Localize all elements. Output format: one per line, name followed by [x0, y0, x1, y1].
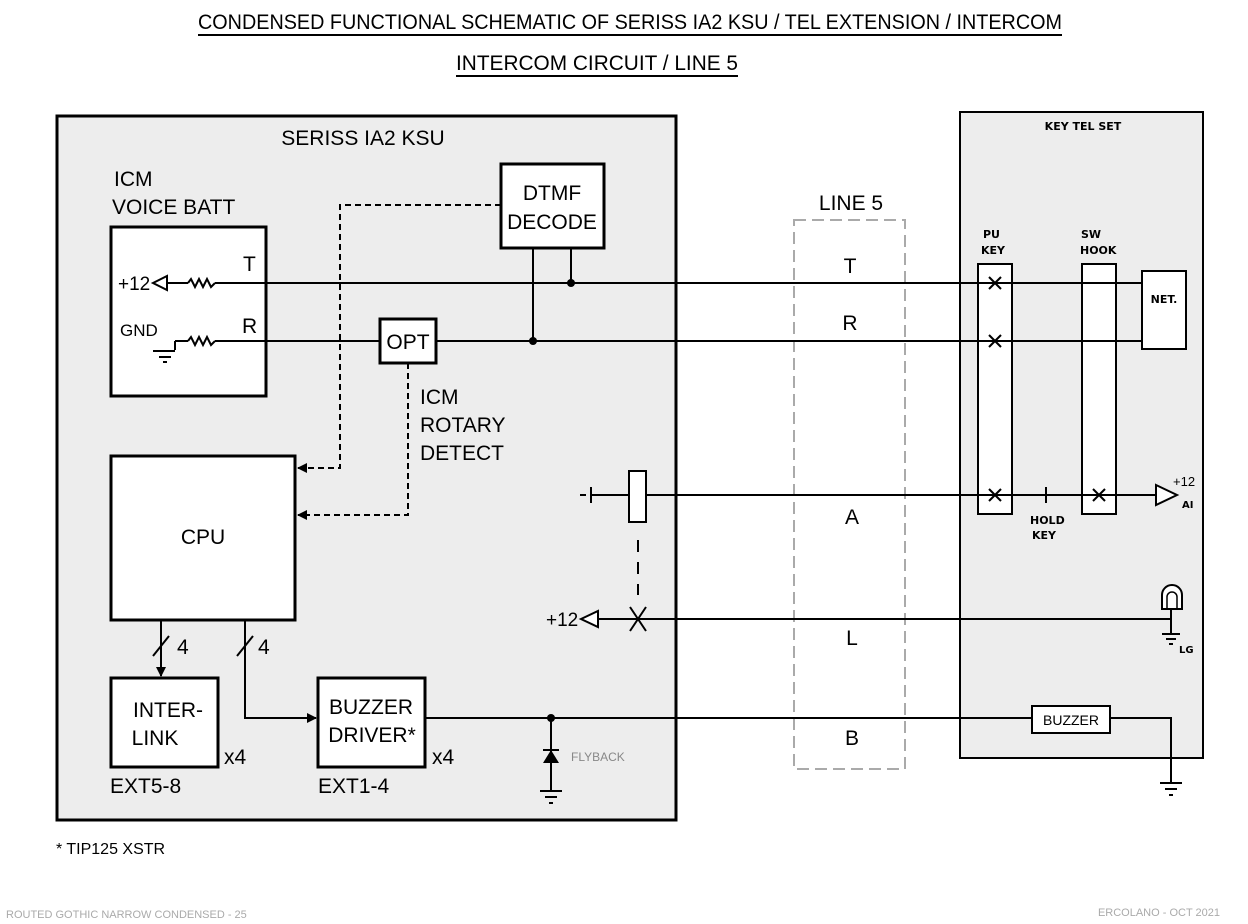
- footer-right: ERCOLANO - OCT 2021: [1098, 907, 1220, 919]
- buzzer-driver-label-1: BUZZER: [329, 696, 413, 719]
- footnote: * TIP125 XSTR: [56, 841, 165, 858]
- line5-r: R: [842, 312, 857, 335]
- resistor-t-icon: [187, 276, 216, 290]
- opt-label: OPT: [386, 331, 429, 354]
- line5-a: A: [845, 506, 859, 529]
- rotary-to-cpu-path: [297, 363, 409, 520]
- ksu-title: SERISS IA2 KSU: [281, 127, 444, 150]
- resistor-r-icon: [187, 334, 216, 348]
- rotary-label-3: DETECT: [420, 442, 504, 465]
- interlink-mult: x4: [224, 746, 247, 769]
- sw-hook-label-2: HOOK: [1080, 244, 1117, 257]
- sw-hook-bar: [1081, 263, 1117, 515]
- ai-arrow-icon: [1155, 483, 1180, 507]
- ai-label: AI: [1182, 500, 1193, 511]
- pu-key-label-1: PU: [983, 228, 1000, 241]
- net-box: [1141, 270, 1187, 350]
- bus-count-b: 4: [258, 636, 270, 659]
- dtmf-label-1: DTMF: [523, 182, 581, 205]
- title: CONDENSED FUNCTIONAL SCHEMATIC OF SERISS…: [198, 11, 1062, 34]
- junction-t: [567, 279, 575, 287]
- hold-key-label-1: HOLD: [1030, 514, 1065, 527]
- plus12-batt: +12: [118, 274, 150, 295]
- ground-buzzer-icon: [1160, 782, 1182, 796]
- interlink-box: [109, 676, 220, 769]
- interlink-ext: EXT5-8: [110, 775, 181, 798]
- line5-b: B: [845, 727, 859, 750]
- sw-hook-label-1: SW: [1081, 228, 1101, 241]
- gnd-label: GND: [120, 321, 158, 340]
- opt-box: [378, 317, 438, 365]
- hold-key-label-2: KEY: [1032, 529, 1057, 542]
- r-label-batt: R: [242, 315, 257, 338]
- flyback-diode-icon: [543, 749, 559, 763]
- junction-r: [529, 337, 537, 345]
- buzzer-box: [1031, 705, 1111, 734]
- icm-label: ICM: [114, 168, 153, 191]
- lg-label: LG: [1179, 645, 1194, 656]
- ground-flyback-icon: [540, 790, 562, 804]
- relay-coil: [628, 470, 647, 523]
- dtmf-to-cpu-path: [297, 204, 501, 473]
- tel-set-title: KEY TEL SET: [1045, 120, 1122, 133]
- dtmf-label-2: DECODE: [507, 211, 597, 234]
- buzzer-driver-mult: x4: [432, 746, 455, 769]
- l-contact-icon: [629, 606, 647, 632]
- ground-lg-icon: [1162, 633, 1180, 645]
- pu-key-bar: [977, 263, 1013, 515]
- pu-key-label-2: KEY: [981, 244, 1006, 257]
- buzzer-driver-label-2: DRIVER*: [328, 724, 416, 747]
- rotary-label-2: ROTARY: [420, 414, 506, 437]
- dtmf-box: [499, 162, 606, 250]
- rotary-label-1: ICM: [420, 386, 459, 409]
- subtitle: INTERCOM CIRCUIT / LINE 5: [456, 52, 738, 75]
- buzzer-label: BUZZER: [1043, 712, 1099, 728]
- ground-batt-icon: [153, 350, 175, 363]
- footer-left: ROUTED GOTHIC NARROW CONDENSED - 25: [6, 909, 247, 921]
- voice-batt-label: VOICE BATT: [112, 196, 235, 219]
- buzzer-driver-box: [316, 676, 427, 769]
- cpu-box: [109, 454, 297, 622]
- lamp-icon: [1161, 584, 1183, 610]
- line5-l: L: [846, 627, 858, 650]
- ai-plus12: +12: [1173, 474, 1195, 489]
- cpu-label: CPU: [181, 526, 225, 549]
- voice-batt-box: [109, 225, 268, 398]
- contact-marks: [988, 276, 1106, 502]
- bus-count-a: 4: [177, 636, 189, 659]
- t-label-batt: T: [243, 253, 256, 276]
- line5-title: LINE 5: [819, 192, 883, 215]
- buzzer-driver-ext: EXT1-4: [318, 775, 390, 798]
- interlink-label-1: INTER-: [133, 699, 203, 722]
- interlink-label-2: LINK: [132, 727, 179, 750]
- plus12-l: +12: [546, 610, 578, 631]
- net-label: NET.: [1151, 293, 1178, 306]
- line5-t: T: [844, 255, 857, 278]
- flyback-label: FLYBACK: [571, 750, 625, 764]
